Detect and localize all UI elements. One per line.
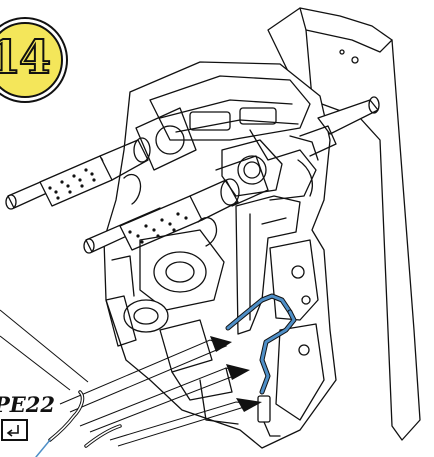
insertion-arrows — [59, 336, 262, 447]
highlighted-tube — [225, 293, 297, 395]
step-number: 14 — [0, 29, 52, 85]
main-body — [103, 61, 337, 449]
enter-key-icon — [1, 419, 28, 441]
part-code-label: PE22 — [0, 392, 56, 417]
step-badge-inner: 14 — [0, 22, 63, 98]
step-badge: 14 — [0, 17, 68, 103]
spindle-perforations — [48, 168, 188, 244]
callout-line — [0, 309, 89, 383]
hose-part-2 — [84, 424, 122, 448]
